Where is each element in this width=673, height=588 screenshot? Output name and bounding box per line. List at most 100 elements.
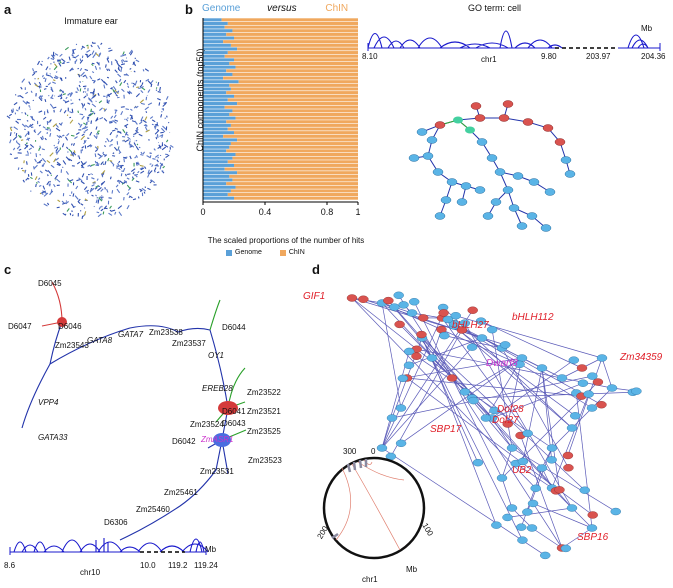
network-edge	[381, 310, 473, 449]
network-edge	[100, 182, 104, 185]
network-edge	[9, 127, 13, 132]
network-edge	[123, 79, 127, 84]
network-edge	[34, 84, 39, 88]
network-edge	[84, 87, 86, 90]
bar-genome-10	[203, 51, 228, 55]
bar-genome-27	[203, 112, 230, 116]
network-edge	[123, 158, 125, 163]
network-node	[540, 551, 551, 560]
network-edge	[162, 109, 165, 111]
network-edge	[17, 134, 22, 139]
network-node	[527, 499, 539, 508]
network-edge	[72, 49, 75, 55]
network-edge	[89, 112, 94, 117]
node-oy1: OY1	[208, 351, 225, 360]
network-node	[579, 486, 590, 494]
network-edge	[38, 110, 43, 113]
network-edge	[104, 64, 107, 68]
network-edge	[122, 129, 126, 134]
network-edge	[30, 115, 34, 120]
gene-sbp17: SBP17	[430, 424, 462, 435]
bar-genome-13	[203, 61, 230, 66]
network-edge	[109, 121, 113, 124]
bar-chin-30	[230, 123, 358, 127]
network-node	[516, 354, 528, 362]
bar-chin-2	[227, 21, 358, 25]
network-node	[586, 404, 598, 412]
network-edge	[501, 347, 569, 468]
network-edge	[491, 417, 513, 449]
network-edge	[91, 71, 95, 74]
network-edge	[52, 81, 56, 85]
network-edge	[38, 81, 42, 86]
network-edge	[107, 93, 111, 98]
bar-chin-8	[230, 43, 358, 47]
bar-chin-36	[229, 145, 358, 149]
bar-genome-2	[203, 21, 228, 25]
network-edge	[155, 136, 158, 140]
network-edge	[144, 116, 148, 121]
network-edge	[152, 158, 156, 160]
network-edge	[97, 200, 100, 204]
network-node	[586, 524, 598, 532]
network-edge	[94, 149, 99, 152]
network-edge	[162, 102, 167, 107]
network-edge	[68, 148, 73, 153]
network-edge	[33, 130, 37, 133]
network-edge	[113, 114, 117, 119]
bar-chin-5	[226, 32, 358, 36]
bar-chin-27	[229, 112, 358, 116]
network-edge	[400, 357, 523, 444]
network-edge	[59, 53, 63, 57]
network-edge	[165, 96, 169, 100]
panel-label-c: c	[4, 262, 12, 277]
network-edge	[541, 367, 553, 460]
network-edge	[87, 53, 92, 58]
network-edge	[91, 50, 95, 55]
bar-chin-10	[227, 51, 358, 55]
network-edge	[381, 447, 546, 556]
network-edge	[27, 131, 30, 134]
network-edge	[391, 375, 593, 419]
network-node	[577, 379, 589, 387]
network-edge	[127, 173, 131, 175]
network-edge	[16, 145, 21, 150]
network-edge	[120, 68, 123, 73]
network-edge	[78, 98, 81, 101]
network-edge	[28, 81, 32, 86]
bar-genome-22	[203, 94, 234, 98]
bar-genome-46	[203, 182, 227, 186]
bar-chin-28	[235, 116, 358, 120]
node-zm23538: Zm23538	[149, 328, 183, 337]
network-edge	[114, 69, 118, 74]
network-edge	[137, 161, 140, 166]
network-edge	[64, 100, 70, 104]
network-edge	[54, 174, 59, 180]
network-edge	[67, 92, 71, 96]
network-edge	[120, 106, 125, 108]
network-edge	[150, 83, 153, 88]
network-edge	[94, 186, 98, 190]
network-edge	[144, 68, 149, 72]
network-edge	[532, 503, 593, 529]
network-edge	[22, 179, 25, 183]
network-edge	[68, 158, 73, 162]
network-edge	[571, 407, 593, 429]
network-edge	[139, 188, 143, 192]
network-edge	[37, 130, 42, 136]
bar-chin-33	[223, 134, 358, 138]
network-edge	[67, 151, 69, 153]
network-edge	[107, 158, 110, 162]
bar-genome-43	[203, 171, 238, 175]
network-edge	[96, 211, 100, 214]
network-edge	[84, 128, 89, 132]
network-edge	[24, 169, 27, 174]
network-edge	[26, 120, 29, 122]
network-edge	[128, 49, 133, 55]
network-edge	[408, 337, 483, 366]
network-edge	[109, 131, 113, 136]
network-edge	[121, 59, 124, 64]
legend-genome-label: Genome	[235, 249, 262, 256]
bar-chin-6	[234, 36, 358, 40]
bar-genome-24	[203, 102, 238, 106]
